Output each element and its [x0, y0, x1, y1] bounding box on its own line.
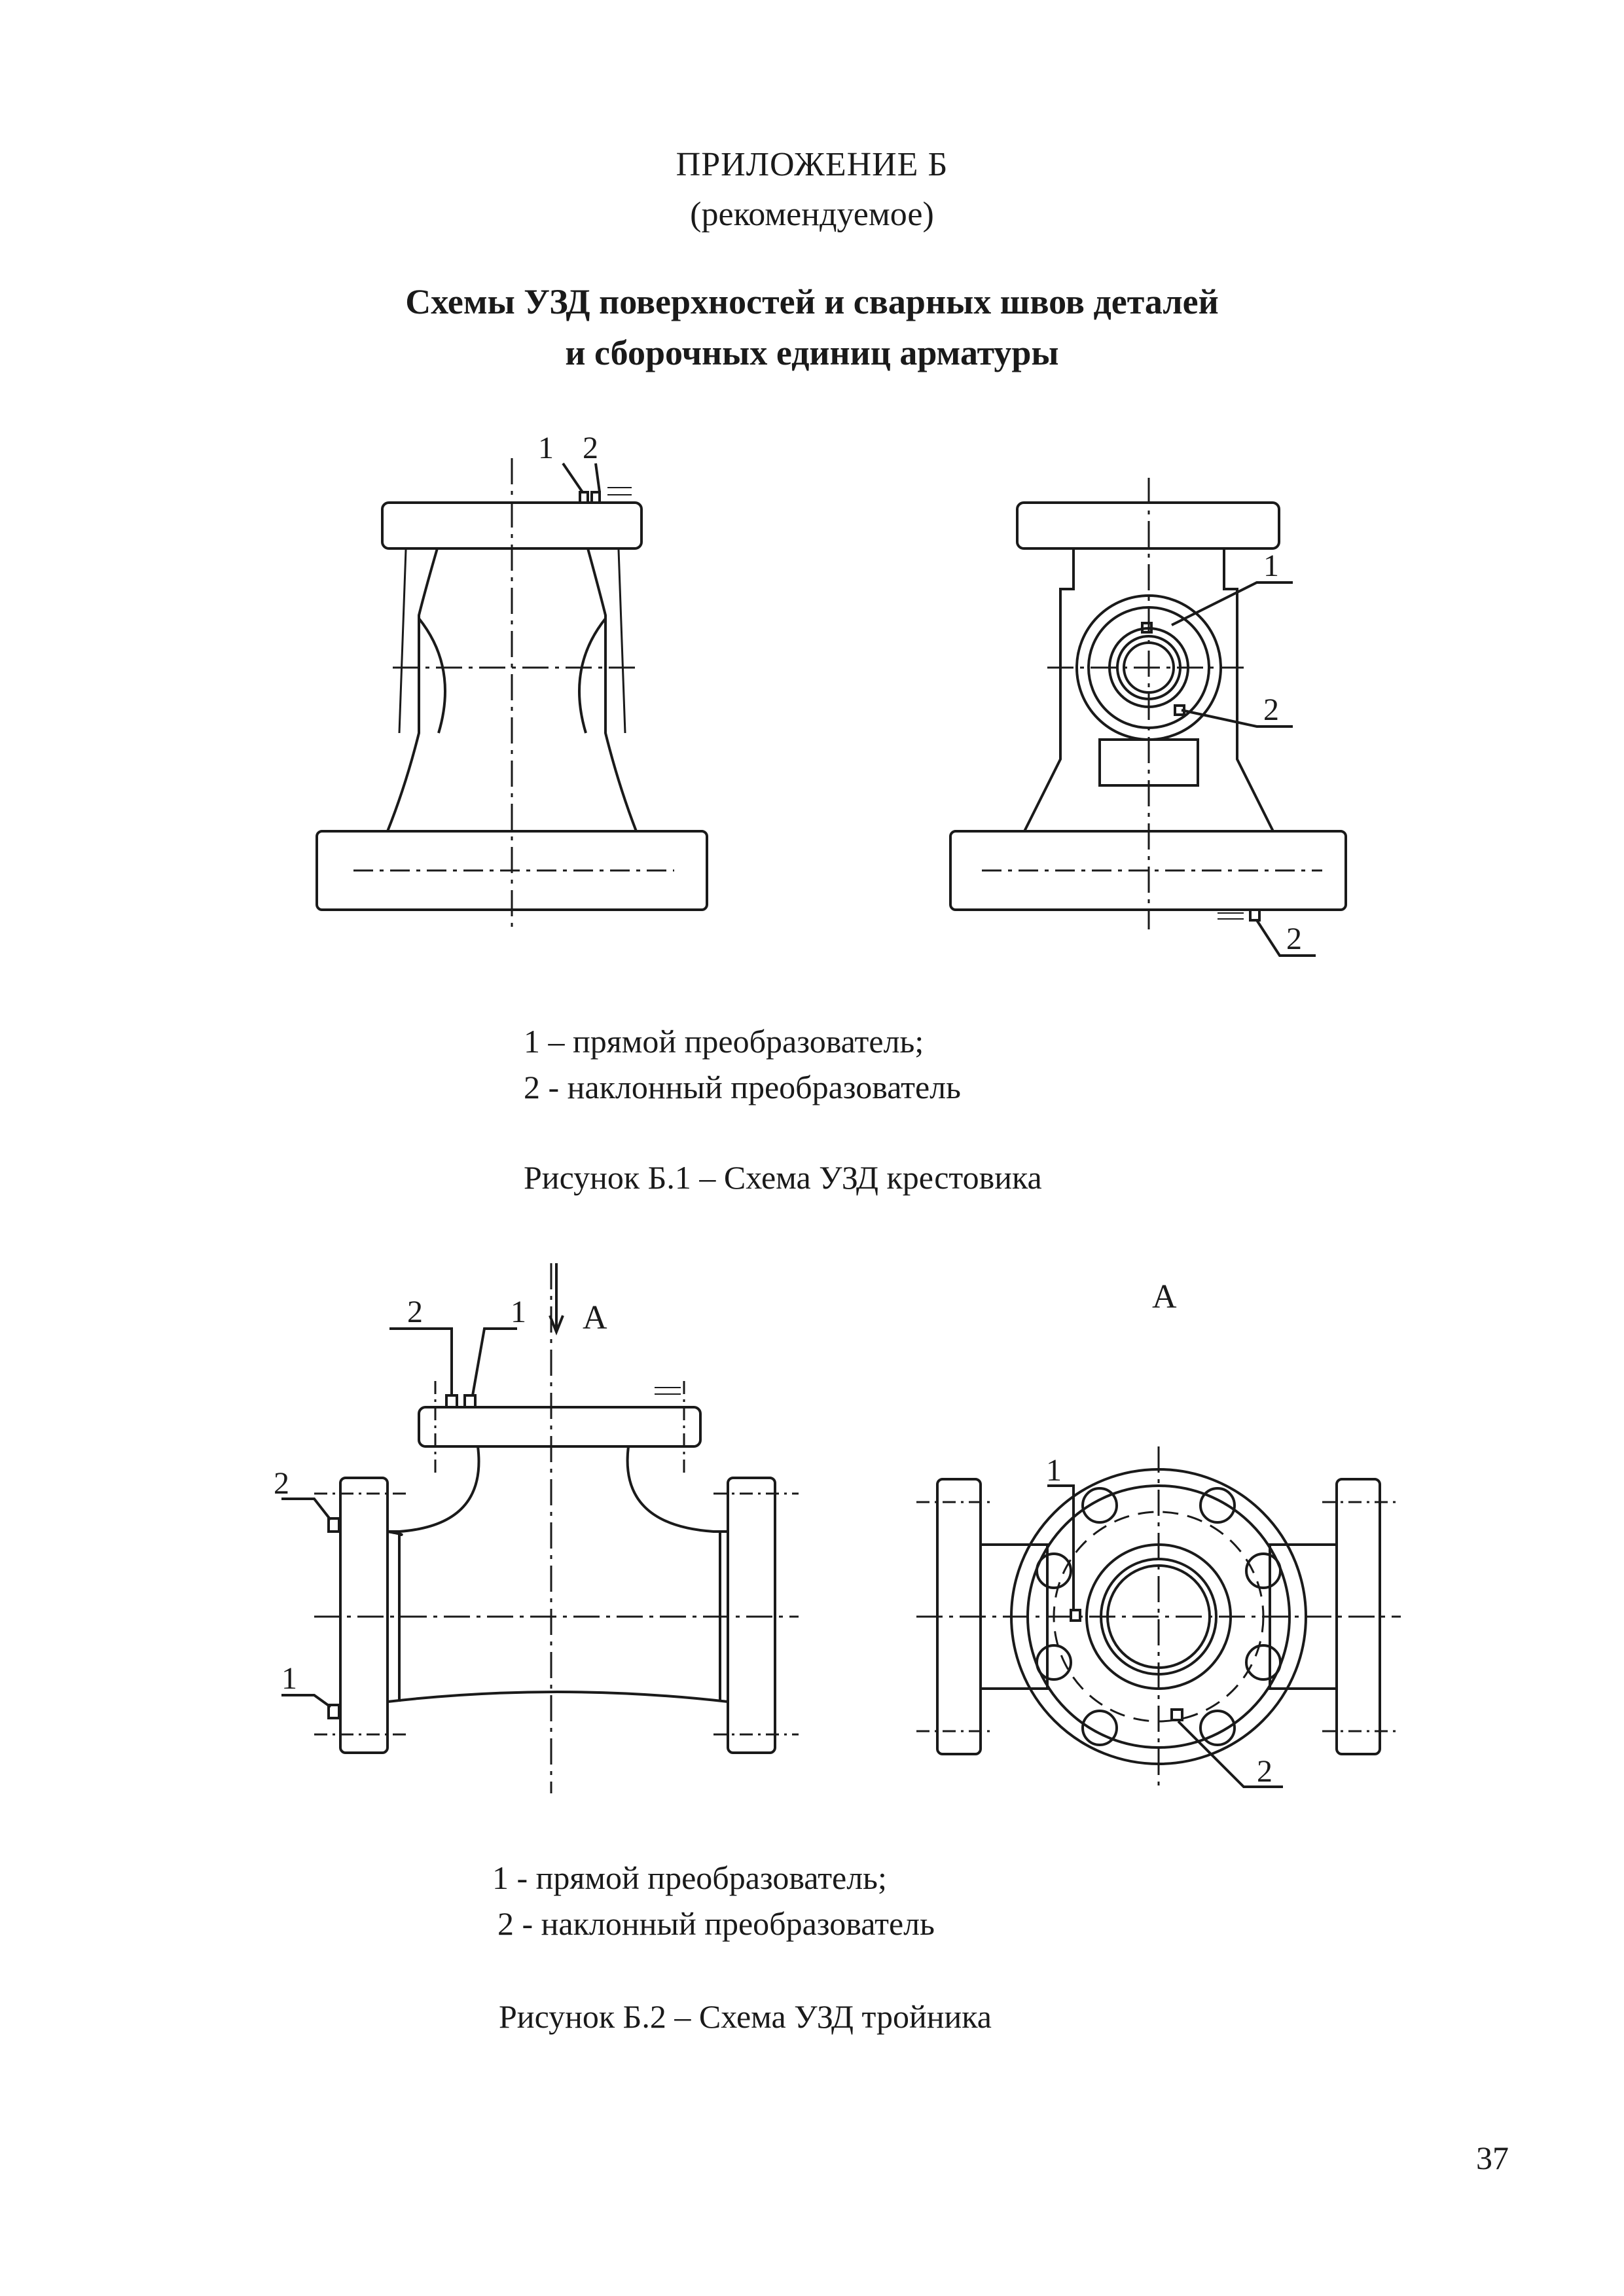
fig2-top-label-1: 1: [511, 1295, 526, 1329]
fig2-view-label-right: А: [1152, 1278, 1177, 1316]
fig2-right-view: [916, 1446, 1401, 1788]
appendix-note: (рекомендуемое): [690, 196, 934, 233]
fig1-right-bottom-label-2: 2: [1286, 922, 1302, 956]
fig1-right-label-2: 2: [1263, 692, 1279, 727]
figure-2-legend-item-1: 1 - прямой преобразователь;: [492, 1859, 887, 1896]
fig1-left-label-2: 2: [583, 431, 598, 465]
page-number: 37: [1476, 2140, 1509, 2176]
fig2-side-label-2: 2: [274, 1466, 289, 1501]
fig2-left-view: [281, 1263, 799, 1793]
fig1-right-view: [949, 478, 1347, 957]
fig2-top-label-2: 2: [407, 1295, 423, 1329]
figure-1-legend-item-1: 1 – прямой преобразователь;: [524, 1023, 924, 1060]
figure-2-legend-item-2: 2 - наклонный преобразователь: [497, 1905, 935, 1942]
fig2-right-label-2: 2: [1257, 1754, 1272, 1789]
appendix-title: ПРИЛОЖЕНИЕ Б: [676, 146, 948, 183]
fig1-left-label-1: 1: [538, 431, 554, 465]
document-title-line-1: Схемы УЗД поверхностей и сварных швов де…: [405, 282, 1219, 321]
fig2-right-label-1: 1: [1046, 1453, 1062, 1488]
figure-1-legend-item-2: 2 - наклонный преобразователь: [524, 1069, 961, 1105]
document-title-line-2: и сборочных единиц арматуры: [565, 333, 1059, 372]
fig1-left-view: [316, 458, 708, 929]
fig1-right-label-1: 1: [1263, 548, 1279, 583]
fig2-view-label-left: А: [583, 1299, 607, 1336]
fig2-side-label-1: 1: [281, 1661, 297, 1696]
figure-1-caption: Рисунок Б.1 – Схема УЗД крестовика: [524, 1159, 1042, 1196]
figure-2-caption: Рисунок Б.2 – Схема УЗД тройника: [499, 1998, 992, 2035]
